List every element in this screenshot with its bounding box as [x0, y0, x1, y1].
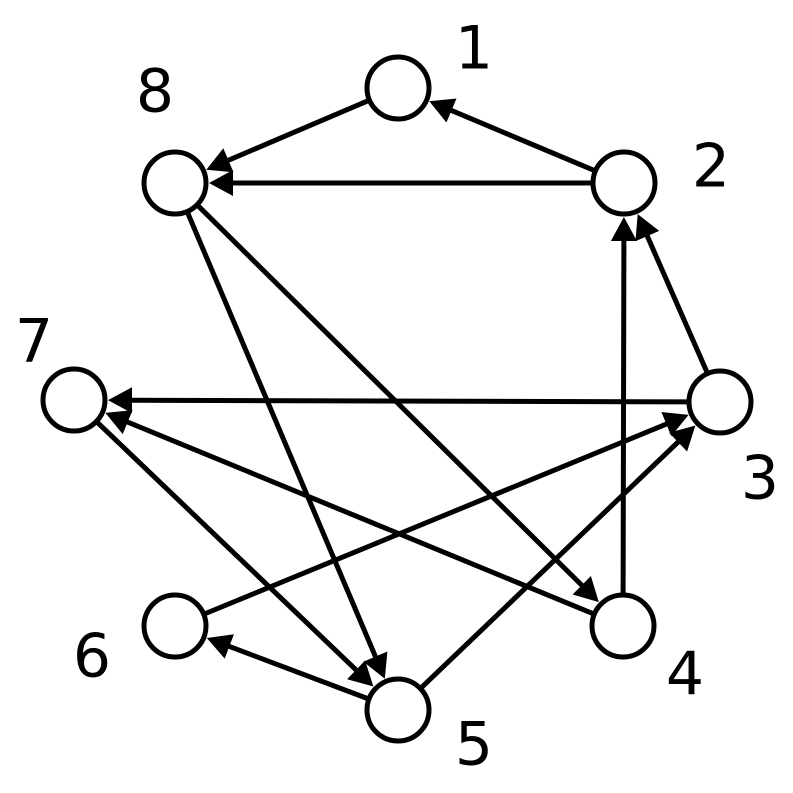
edge-line: [129, 397, 688, 405]
edge-4-to-2: [610, 217, 637, 594]
arrow-head-icon: [661, 412, 689, 437]
edge-line: [96, 420, 360, 674]
labels-layer: 1 2 3 4 5 6 7 8: [15, 14, 779, 780]
edge-2-to-1: [429, 98, 595, 173]
edge-line: [226, 643, 368, 701]
arrow-head-icon: [669, 425, 696, 452]
arrow-head-icon: [610, 217, 637, 241]
edge-line: [225, 98, 369, 164]
edges-layer: [96, 98, 710, 701]
node-5: [364, 676, 432, 744]
edge-3-to-7: [108, 387, 688, 414]
arrow-head-icon: [206, 148, 234, 173]
edge-5-to-3: [420, 425, 696, 690]
edge-2-to-8: [209, 170, 591, 196]
node-8: [141, 149, 209, 217]
arrow-head-icon: [363, 651, 388, 679]
node-label-3: 3: [741, 444, 779, 514]
node-4: [589, 592, 657, 660]
node-label-4: 4: [666, 640, 704, 710]
arrow-head-icon: [108, 387, 132, 414]
edge-line: [204, 420, 670, 616]
edge-8-to-4: [196, 204, 599, 603]
node-2: [590, 149, 658, 217]
edge-line: [644, 233, 710, 373]
arrow-head-icon: [347, 660, 374, 687]
arrow-head-icon: [572, 576, 599, 603]
edge-5-to-6: [206, 634, 368, 701]
arrow-head-icon: [635, 214, 660, 242]
edge-line: [124, 418, 594, 616]
edge-line: [196, 204, 585, 589]
node-label-5: 5: [455, 710, 493, 780]
node-7: [40, 366, 108, 434]
arrow-head-icon: [429, 98, 457, 123]
arrow-head-icon: [206, 634, 234, 659]
arrow-head-icon: [105, 410, 133, 435]
node-1: [364, 54, 432, 122]
node-label-6: 6: [73, 622, 111, 692]
edge-4-to-7: [105, 410, 594, 616]
node-6: [141, 592, 209, 660]
edge-3-to-2: [635, 214, 710, 373]
edge-8-to-5: [185, 212, 388, 679]
node-label-7: 7: [15, 307, 53, 377]
edge-7-to-5: [96, 420, 374, 687]
edge-line: [448, 107, 595, 173]
node-3: [686, 368, 754, 436]
node-label-8: 8: [136, 57, 174, 127]
edge-line: [420, 438, 682, 690]
node-label-1: 1: [455, 14, 493, 84]
nodes-layer: [40, 54, 754, 744]
edge-6-to-3: [204, 412, 689, 616]
edge-line: [620, 238, 627, 594]
edge-1-to-8: [206, 98, 369, 173]
node-label-2: 2: [692, 132, 730, 202]
arrow-head-icon: [209, 170, 233, 196]
edge-line: [185, 212, 379, 660]
